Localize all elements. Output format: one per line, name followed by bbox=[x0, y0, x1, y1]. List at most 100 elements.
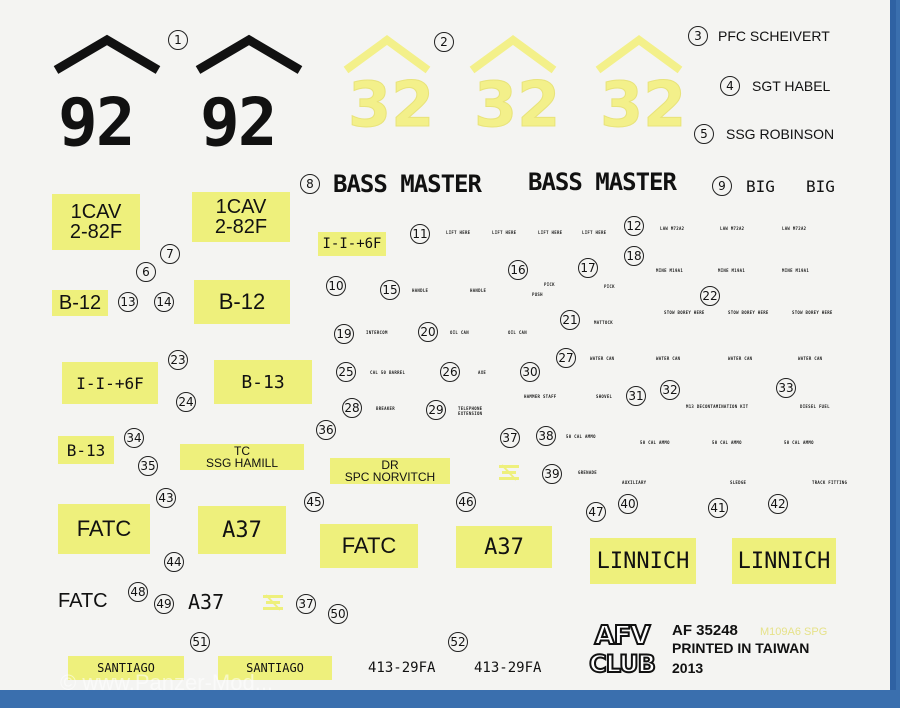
product-year: 2013 bbox=[672, 660, 704, 676]
marking-a37-1: A37 bbox=[198, 506, 286, 554]
decal-number-46: 46 bbox=[456, 492, 476, 512]
stencil-law-2: LAW M72A2 bbox=[720, 226, 745, 231]
decal-number-50: 50 bbox=[328, 604, 348, 624]
stencil-cal50-barrel: CAL 50 BARREL bbox=[370, 370, 406, 375]
turret-number-black-2: 92 bbox=[200, 84, 277, 161]
decal-number-37-b: 37 bbox=[296, 594, 316, 614]
marking-a37-2: A37 bbox=[456, 526, 552, 568]
stencil-lift-3: LIFT HERE bbox=[538, 230, 563, 235]
marking-a37-3: A37 bbox=[188, 590, 225, 614]
stencil-grenade: GRENADE bbox=[578, 470, 597, 475]
turret-number-yellow-2: 32 bbox=[473, 68, 561, 142]
decal-number-27: 27 bbox=[556, 348, 576, 368]
decal-number-3: 3 bbox=[688, 26, 708, 46]
decal-number-37: 37 bbox=[500, 428, 520, 448]
stencil-handle-2: HANDLE bbox=[470, 288, 487, 293]
decal-number-14: 14 bbox=[154, 292, 174, 312]
decal-number-2: 2 bbox=[434, 32, 454, 52]
stencil-stow-2: STOW BOREY HERE bbox=[728, 310, 769, 315]
printed-in: PRINTED IN TAIWAN bbox=[672, 640, 810, 656]
stencil-auxiliary: AUXILIARY bbox=[622, 480, 647, 485]
watermark-text: © www.Panzer-Mod... bbox=[60, 670, 274, 695]
decal-number-33: 33 bbox=[776, 378, 796, 398]
decal-number-41: 41 bbox=[708, 498, 728, 518]
stencil-lift-1: LIFT HERE bbox=[446, 230, 471, 235]
unit-line-1: 1CAV bbox=[215, 196, 267, 218]
decal-number-43: 43 bbox=[156, 488, 176, 508]
bumper-b12-2: B-12 bbox=[194, 280, 290, 324]
vehicle-name-big-1: BIG bbox=[746, 177, 775, 196]
stencil-lift-4: LIFT HERE bbox=[582, 230, 607, 235]
stencil-water-1: WATER CAN bbox=[590, 356, 615, 361]
stencil-intercom: INTERCOM bbox=[366, 330, 388, 335]
decal-number-36: 36 bbox=[316, 420, 336, 440]
decal-number-20: 20 bbox=[418, 322, 438, 342]
stencil-stow-3: STOW BOREY HERE bbox=[792, 310, 833, 315]
decal-number-18: 18 bbox=[624, 246, 644, 266]
stencil-cal-ammo-4: 50 CAL AMMO bbox=[784, 440, 814, 445]
crew-tc-name: SSG HAMILL bbox=[205, 456, 279, 470]
decal-number-30: 30 bbox=[520, 362, 540, 382]
decal-number-17: 17 bbox=[578, 258, 598, 278]
decal-number-10: 10 bbox=[326, 276, 346, 296]
unit-marking-1: 1CAV 2-82F bbox=[52, 194, 140, 250]
bumper-b12-1: B-12 bbox=[52, 290, 108, 316]
decal-number-45: 45 bbox=[304, 492, 324, 512]
stencil-pick-2: PICK bbox=[604, 284, 615, 289]
marking-fatc-3: FATC bbox=[58, 590, 108, 612]
stencil-shovel: SHOVEL bbox=[596, 394, 613, 399]
decal-sheet: 92 92 32 32 32 1 2 3 PFC SCHEIVERT 4 SGT… bbox=[0, 0, 896, 690]
decal-number-48: 48 bbox=[128, 582, 148, 602]
stencil-cal-ammo-3: 50 CAL AMMO bbox=[712, 440, 742, 445]
decal-number-25: 25 bbox=[336, 362, 356, 382]
stencil-axe: AXE bbox=[478, 370, 487, 375]
afv-club-logo: AFV CLUB bbox=[584, 621, 660, 679]
stencil-mine-2: MINE M19A1 bbox=[718, 268, 746, 273]
decal-number-34: 34 bbox=[124, 428, 144, 448]
small-yellow-emblem-icon bbox=[499, 464, 519, 481]
unit-marking-2: 1CAV 2-82F bbox=[192, 192, 290, 242]
decal-number-26: 26 bbox=[440, 362, 460, 382]
unit-line-2: 2-82F bbox=[214, 216, 268, 238]
stencil-hammer: HAMMER STAFF bbox=[524, 394, 557, 399]
small-yellow-emblem-icon bbox=[263, 594, 283, 611]
decal-number-15: 15 bbox=[380, 280, 400, 300]
stencil-water-3: WATER CAN bbox=[728, 356, 753, 361]
crew-dr-name: SPC NORVITCH bbox=[344, 470, 436, 484]
stencil-track-fitting: TRACK FITTING bbox=[812, 480, 848, 485]
decal-number-13: 13 bbox=[118, 292, 138, 312]
marking-fatc-2: FATC bbox=[320, 524, 418, 568]
marking-413-29fa-1: 413-29FA bbox=[368, 660, 436, 676]
decal-number-40: 40 bbox=[618, 494, 638, 514]
product-code: AF 35248 bbox=[672, 622, 738, 639]
decal-number-31: 31 bbox=[626, 386, 646, 406]
stencil-diesel: DIESEL FUEL bbox=[800, 404, 830, 409]
crew-name-pfc: PFC SCHEIVERT bbox=[718, 28, 830, 44]
decal-number-21: 21 bbox=[560, 310, 580, 330]
stencil-pick-1: PICK bbox=[544, 282, 555, 287]
crew-tc-hamill: TC SSG HAMILL bbox=[180, 444, 304, 470]
chevron-marking-black-1 bbox=[53, 34, 161, 74]
vehicle-name-big-2: BIG bbox=[806, 177, 835, 196]
chevron-marking-yellow-1 bbox=[343, 35, 431, 74]
decal-number-52: 52 bbox=[448, 632, 468, 652]
decal-number-8: 8 bbox=[300, 174, 320, 194]
stencil-oil-can-1: OIL CAN bbox=[450, 330, 469, 335]
decal-number-19: 19 bbox=[334, 324, 354, 344]
chevron-marking-yellow-2 bbox=[469, 35, 557, 74]
stencil-breaker: BREAKER bbox=[376, 406, 395, 411]
decal-number-11: 11 bbox=[410, 224, 430, 244]
decal-number-28: 28 bbox=[342, 398, 362, 418]
bumper-ib6f-2: I-I-+6F bbox=[62, 362, 158, 404]
decal-number-7: 7 bbox=[160, 244, 180, 264]
chevron-marking-black-2 bbox=[195, 34, 303, 74]
unit-line-1: 1CAV bbox=[70, 201, 122, 223]
decal-number-16: 16 bbox=[508, 260, 528, 280]
logo-afv: AFV bbox=[593, 621, 651, 651]
product-model: M109A6 SPG bbox=[760, 626, 828, 638]
decal-number-44: 44 bbox=[164, 552, 184, 572]
marking-linnich-2: LINNICH bbox=[732, 538, 836, 584]
stencil-cal-ammo-1: 50 CAL AMMO bbox=[566, 434, 596, 439]
crew-dr-label: DR bbox=[381, 458, 399, 472]
decal-number-29: 29 bbox=[426, 400, 446, 420]
